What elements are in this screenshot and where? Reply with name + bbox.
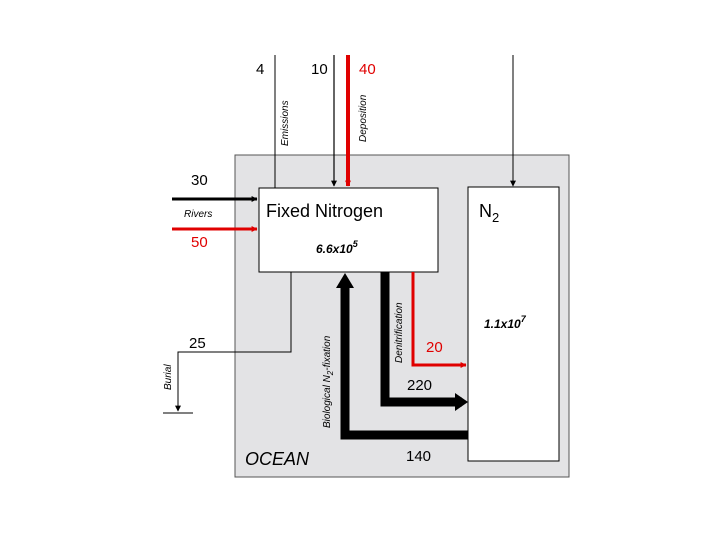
burial-label: Burial: [163, 364, 174, 390]
n2-title: N2: [479, 201, 499, 225]
deposition-label: Deposition: [358, 94, 369, 142]
rivers-anthropogenic-value: 50: [191, 234, 208, 251]
denitrification-label: Denitrification: [394, 302, 405, 363]
fixed-nitrogen-box: [258, 187, 439, 273]
fixed-nitrogen-value: 6.6x105: [316, 239, 359, 256]
burial-arrow: [175, 272, 292, 412]
burial-value: 25: [189, 335, 206, 352]
fixation-label: Biological N2-fixation: [322, 335, 335, 428]
fixation-arrow: [340, 284, 468, 440]
denitrification-natural-value: 220: [407, 377, 432, 394]
denitrification-anthropogenic-arrow: [411, 272, 467, 368]
rivers-natural-value: 30: [191, 172, 208, 189]
fixation-arrowhead: [336, 273, 354, 288]
deposition-natural-value: 10: [311, 61, 328, 78]
emissions-label: Emissions: [280, 100, 291, 146]
n2-box: [467, 186, 560, 462]
n2-value: 1.1x107: [484, 314, 527, 331]
emissions-value: 4: [256, 61, 264, 78]
fixed-nitrogen-title: Fixed Nitrogen: [266, 201, 383, 221]
denitrification-anthropogenic-value: 20: [426, 339, 443, 356]
fixation-value: 140: [406, 448, 431, 465]
deposition-anthropogenic-value: 40: [359, 61, 376, 78]
denitrification-natural-arrowhead: [455, 393, 468, 411]
rivers-label: Rivers: [184, 209, 212, 220]
ocean-label: OCEAN: [245, 449, 310, 469]
denitrification-natural-arrow: [380, 272, 462, 407]
